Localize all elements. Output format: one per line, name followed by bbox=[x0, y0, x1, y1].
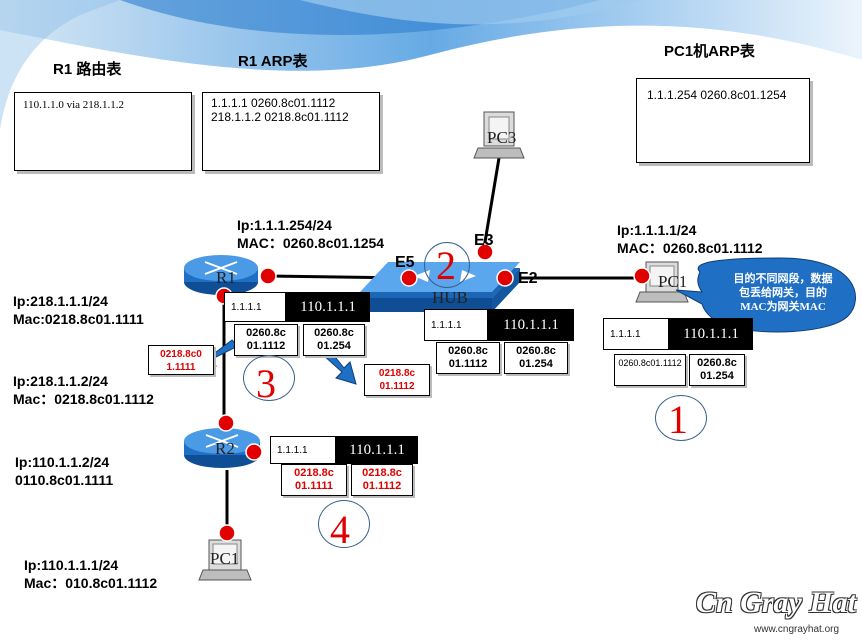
pc-bottom-label: PC1 bbox=[210, 549, 240, 568]
r1-arp-title: R1 ARP表 bbox=[238, 53, 308, 70]
watermark-logo: Cn Gray Hat bbox=[696, 586, 857, 619]
pc-bottom-icon bbox=[198, 539, 252, 581]
callout-bubble bbox=[675, 257, 856, 333]
callout-text: 目的不同网段，数据包丢给网关，目的MAC为网关MAC bbox=[733, 273, 833, 313]
packet-r2-src-ip: 1.1.1.1 bbox=[270, 436, 336, 464]
frame-hub-dst-mac: 0260.8c 01.254 bbox=[504, 342, 568, 374]
pc1-ip: Ip:1.1.1.1/24 bbox=[617, 222, 697, 238]
r1-route-title: R1 路由表 bbox=[53, 61, 122, 78]
r1-route-table: 110.1.1.0 via 218.1.1.2 bbox=[14, 92, 192, 171]
pc3-label: PC3 bbox=[487, 128, 517, 147]
r1-e0-mac: MAC：0260.8c01.1254 bbox=[237, 235, 385, 251]
router-r1-icon bbox=[184, 255, 258, 295]
r1-route-line: 110.1.1.0 via 218.1.1.2 bbox=[23, 99, 125, 111]
port-dots bbox=[215, 243, 651, 542]
packet-r2-dst-ip: 110.1.1.1 bbox=[336, 436, 418, 464]
frame-hub-src-mac: 0260.8c 01.1112 bbox=[436, 342, 500, 374]
r1-e0-address: Ip:1.1.1.254/24 MAC：0260.8c01.1254 bbox=[237, 216, 384, 252]
packet-r1-dst-ip: 110.1.1.1 bbox=[286, 292, 370, 322]
r1-s0-ip: Ip:218.1.1.1/24 bbox=[13, 293, 108, 309]
frame-r1-new-src-mac: 0218.8c0 1.1111 bbox=[148, 345, 214, 375]
pc1-arp-title: PC1机ARP表 bbox=[664, 43, 755, 60]
step-3-circle bbox=[243, 355, 295, 401]
pc1-arp-line: 1.1.1.254 0260.8c01.1254 bbox=[647, 88, 787, 102]
r2-e0-address: Ip:110.1.1.2/24 0110.8c01.1111 bbox=[15, 453, 113, 489]
packet-hub-dst-ip: 110.1.1.1 bbox=[488, 309, 574, 341]
frame-pc1-dst-mac: 0260.8c 01.254 bbox=[689, 354, 745, 386]
step-3-number: 3 bbox=[256, 361, 276, 406]
router-r2-icon bbox=[184, 428, 260, 468]
r1-label: R1 bbox=[216, 268, 236, 287]
r2-label: R2 bbox=[215, 439, 235, 458]
step-4-number: 4 bbox=[330, 507, 350, 552]
r2-e0-mac: 0110.8c01.1111 bbox=[15, 472, 114, 488]
step-1-number: 1 bbox=[668, 397, 688, 442]
frame-r1-src-mac: 0260.8c 01.1112 bbox=[234, 324, 298, 356]
r2-s0-address: Ip:218.1.1.2/24 Mac：0218.8c01.1112 bbox=[13, 372, 154, 408]
frame-r1-new-dst-mac: 0218.8c 01.1112 bbox=[364, 364, 430, 396]
pc-bottom-ip: Ip:110.1.1.1/24 bbox=[24, 557, 119, 573]
r1-arp-line-1: 1.1.1.1 0260.8c01.1112 bbox=[211, 96, 336, 110]
packet-pc1-dst-ip: 110.1.1.1 bbox=[669, 318, 753, 350]
r2-s0-mac: Mac：0218.8c01.1112 bbox=[13, 391, 154, 407]
r1-arp-line-2: 218.1.1.2 0218.8c01.1112 bbox=[211, 110, 349, 124]
packet-r1-src-ip: 1.1.1.1 bbox=[224, 292, 286, 322]
interface-e5: E5 bbox=[395, 254, 415, 271]
pc1-icon bbox=[635, 261, 689, 303]
frame-r2-dst-mac: 0218.8c 01.1112 bbox=[351, 464, 413, 496]
step-4-circle bbox=[318, 500, 370, 548]
hub-label: HUB bbox=[432, 288, 468, 307]
pc-bottom-mac: Mac：010.8c01.1112 bbox=[24, 575, 158, 591]
packet-hub-src-ip: 1.1.1.1 bbox=[424, 309, 488, 341]
frame-pc1-src-mac: 0260.8c01.1112 bbox=[614, 354, 686, 386]
packet-pc1-src-ip: 1.1.1.1 bbox=[603, 318, 669, 350]
pc3-icon bbox=[473, 111, 525, 159]
pc1-address: Ip:1.1.1.1/24 MAC：0260.8c01.1112 bbox=[617, 221, 763, 257]
step-2-number: 2 bbox=[436, 243, 456, 288]
r1-s0-address: Ip:218.1.1.1/24 Mac:0218.8c01.1111 bbox=[13, 292, 144, 328]
r2-s0-ip: Ip:218.1.1.2/24 bbox=[13, 373, 108, 389]
r1-e0-ip: Ip:1.1.1.254/24 bbox=[237, 217, 332, 233]
step-1-circle bbox=[655, 395, 707, 441]
pc-bottom-address: Ip:110.1.1.1/24 Mac：010.8c01.1112 bbox=[24, 556, 157, 592]
watermark-url: www.cngrayhat.org bbox=[754, 624, 840, 635]
step-2-circle bbox=[424, 242, 470, 288]
interface-e2: E2 bbox=[518, 270, 538, 287]
r1-arp-table: 1.1.1.1 0260.8c01.1112 218.1.1.2 0218.8c… bbox=[202, 92, 380, 171]
frame-r2-src-mac: 0218.8c 01.1111 bbox=[281, 464, 347, 496]
pc1-mac: MAC：0260.8c01.1112 bbox=[617, 240, 763, 256]
pc1-label: PC1 bbox=[658, 272, 688, 291]
r1-s0-mac: Mac:0218.8c01.1111 bbox=[13, 311, 144, 327]
link-hub-pc3 bbox=[482, 157, 501, 249]
frame-r1-dst-mac: 0260.8c 01.254 bbox=[303, 324, 365, 356]
pc1-arp-table: 1.1.1.254 0260.8c01.1254 bbox=[636, 78, 810, 163]
interface-e3: E3 bbox=[474, 232, 494, 249]
r2-e0-ip: Ip:110.1.1.2/24 bbox=[15, 454, 110, 470]
